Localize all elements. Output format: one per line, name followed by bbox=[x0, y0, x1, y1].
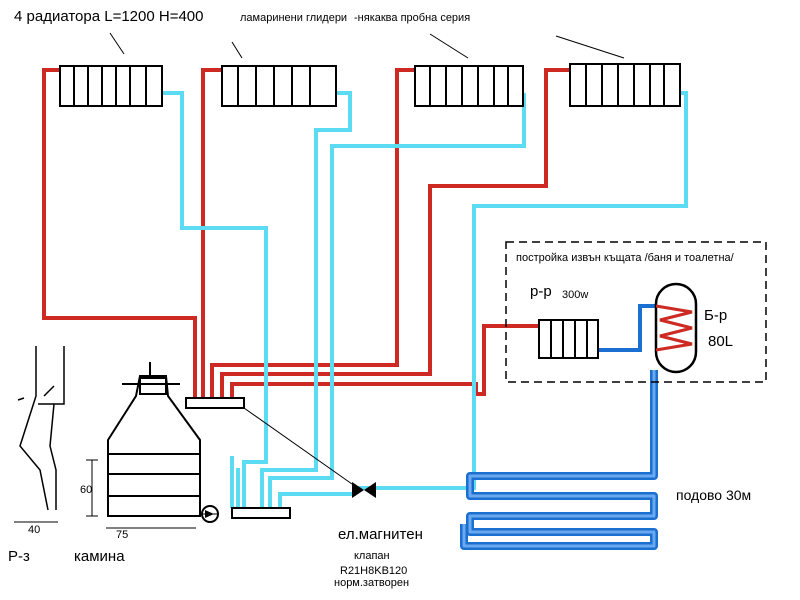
solenoid-valve-icon bbox=[352, 482, 376, 498]
floor-loop-pipe bbox=[460, 370, 658, 550]
annex-radiator-to-boiler bbox=[598, 304, 656, 352]
radiator-1 bbox=[59, 65, 163, 107]
manifold-link bbox=[243, 407, 353, 485]
supply-pipe-radiator-2 bbox=[201, 68, 222, 398]
return-pipe-collector-2 bbox=[278, 492, 356, 508]
title-label: 4 радиатора L=1200 H=400 bbox=[14, 8, 204, 25]
chimney bbox=[17, 346, 65, 511]
dimension-marks bbox=[14, 459, 196, 529]
supply-pipe-annex bbox=[230, 324, 540, 398]
boiler-coil bbox=[655, 304, 693, 352]
pump-icon bbox=[200, 505, 219, 523]
boiler-label: Б-р bbox=[704, 307, 728, 324]
dimension-75-label: 75 bbox=[116, 529, 129, 541]
note-series-label: -някаква пробна серия bbox=[354, 12, 471, 24]
fireplace bbox=[107, 362, 201, 517]
radiator-power-label: 300w bbox=[562, 289, 589, 301]
boiler-volume-label: 80L bbox=[708, 333, 734, 350]
annex-boundary bbox=[505, 241, 767, 383]
valve-model-label: R21H8KB120 bbox=[340, 565, 408, 577]
valve-label: ел.магнитен bbox=[338, 526, 423, 543]
radiator-small-label: р-р bbox=[530, 283, 552, 300]
supply-pipe-radiator-4 bbox=[220, 68, 570, 398]
radiator-3 bbox=[414, 65, 524, 107]
return-pipe-radiator-4 bbox=[356, 91, 688, 490]
valve-sub-label: клапан bbox=[354, 550, 390, 562]
supply-manifold bbox=[185, 397, 245, 409]
return-pipe-radiator-3 bbox=[268, 93, 526, 508]
radiator-4 bbox=[569, 63, 681, 107]
radiator-annex bbox=[538, 319, 599, 359]
annex-label: постройка извън къщата /баня и тоалетна/ bbox=[516, 252, 734, 264]
valve-state-label: норм.затворен bbox=[334, 577, 410, 589]
dimension-40-label: 40 bbox=[28, 524, 41, 536]
radiator-2 bbox=[221, 65, 337, 107]
floor-heating-label: подово 30м bbox=[676, 487, 752, 503]
dimension-60-label: 60 bbox=[80, 484, 93, 496]
boiler-tank-icon bbox=[654, 282, 698, 374]
fireplace-label: камина bbox=[74, 548, 125, 565]
supply-pipe-radiator-3 bbox=[210, 68, 415, 398]
return-pipe-radiator-1 bbox=[162, 91, 268, 508]
return-manifold bbox=[231, 507, 291, 519]
floor-loop bbox=[460, 304, 658, 550]
chimney-label: Р-з bbox=[8, 548, 30, 565]
return-pipe-radiator-2 bbox=[260, 91, 352, 508]
fireplace-top-box bbox=[139, 377, 167, 395]
supply-pipes bbox=[42, 68, 570, 398]
return-pipes bbox=[162, 91, 688, 508]
floor-loop-pipe-highlight bbox=[462, 370, 656, 548]
note-sheet-label: ламаринени глидери bbox=[240, 12, 348, 24]
leader-lines bbox=[109, 32, 625, 59]
supply-pipe-radiator-1 bbox=[42, 68, 197, 398]
